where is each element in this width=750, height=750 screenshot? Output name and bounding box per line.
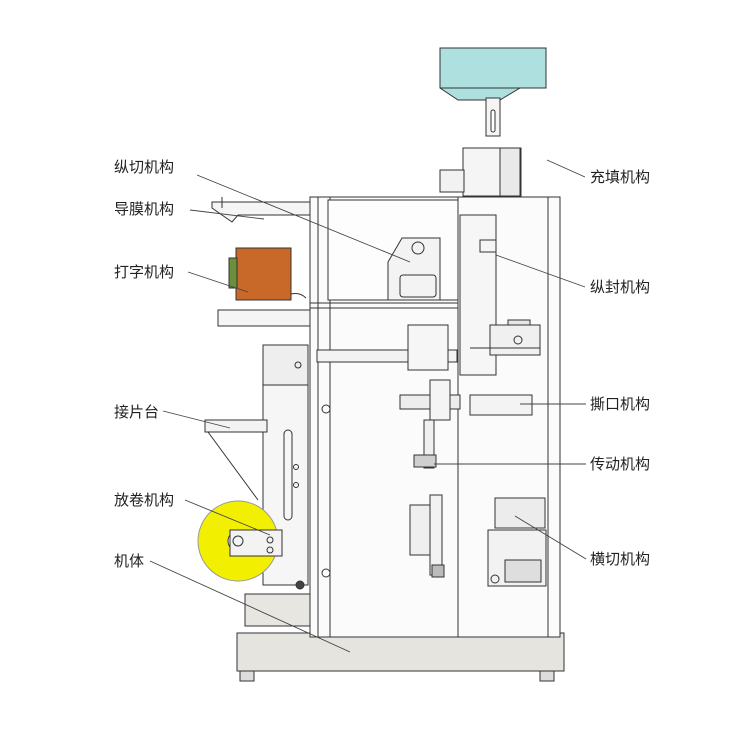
label-jiti: 机体 [114,552,145,570]
label-dazi: 打字机构 [114,263,175,281]
leader-dazi [187,271,249,293]
splicing-table [204,419,268,433]
label-fangjuan: 放卷机构 [114,491,175,509]
printer-block [235,247,292,301]
transmission-cylinder [429,494,443,576]
transmission-rod [423,419,435,469]
leader-jiepian [162,410,231,429]
label-chongtian: 充填机构 [590,168,651,186]
slitting-plate [387,237,441,301]
leader-fangjuan [184,499,271,536]
leader-daomo [189,209,265,220]
label-sikou: 撕口机构 [590,395,651,413]
label-chuandong: 传动机构 [590,455,651,473]
base-foot-right [539,670,555,682]
label-zongqie: 纵切机构 [114,158,175,176]
label-daomo: 导膜机构 [114,200,175,218]
label-jiepian: 接片台 [114,403,160,421]
label-hengqie: 横切机构 [590,550,651,568]
leader-chongtian [546,159,586,178]
leader-zongfeng [495,254,586,288]
leader-hengqie [514,515,587,560]
filling-hopper [439,47,547,101]
film-guide-arm [211,201,311,223]
label-zongfeng: 纵封机构 [590,278,651,296]
base-foot-left [239,670,255,682]
tear-mechanism [469,394,533,416]
leader-jiti [149,560,351,653]
machine-base [236,632,565,672]
leader-zongqie [196,174,411,263]
